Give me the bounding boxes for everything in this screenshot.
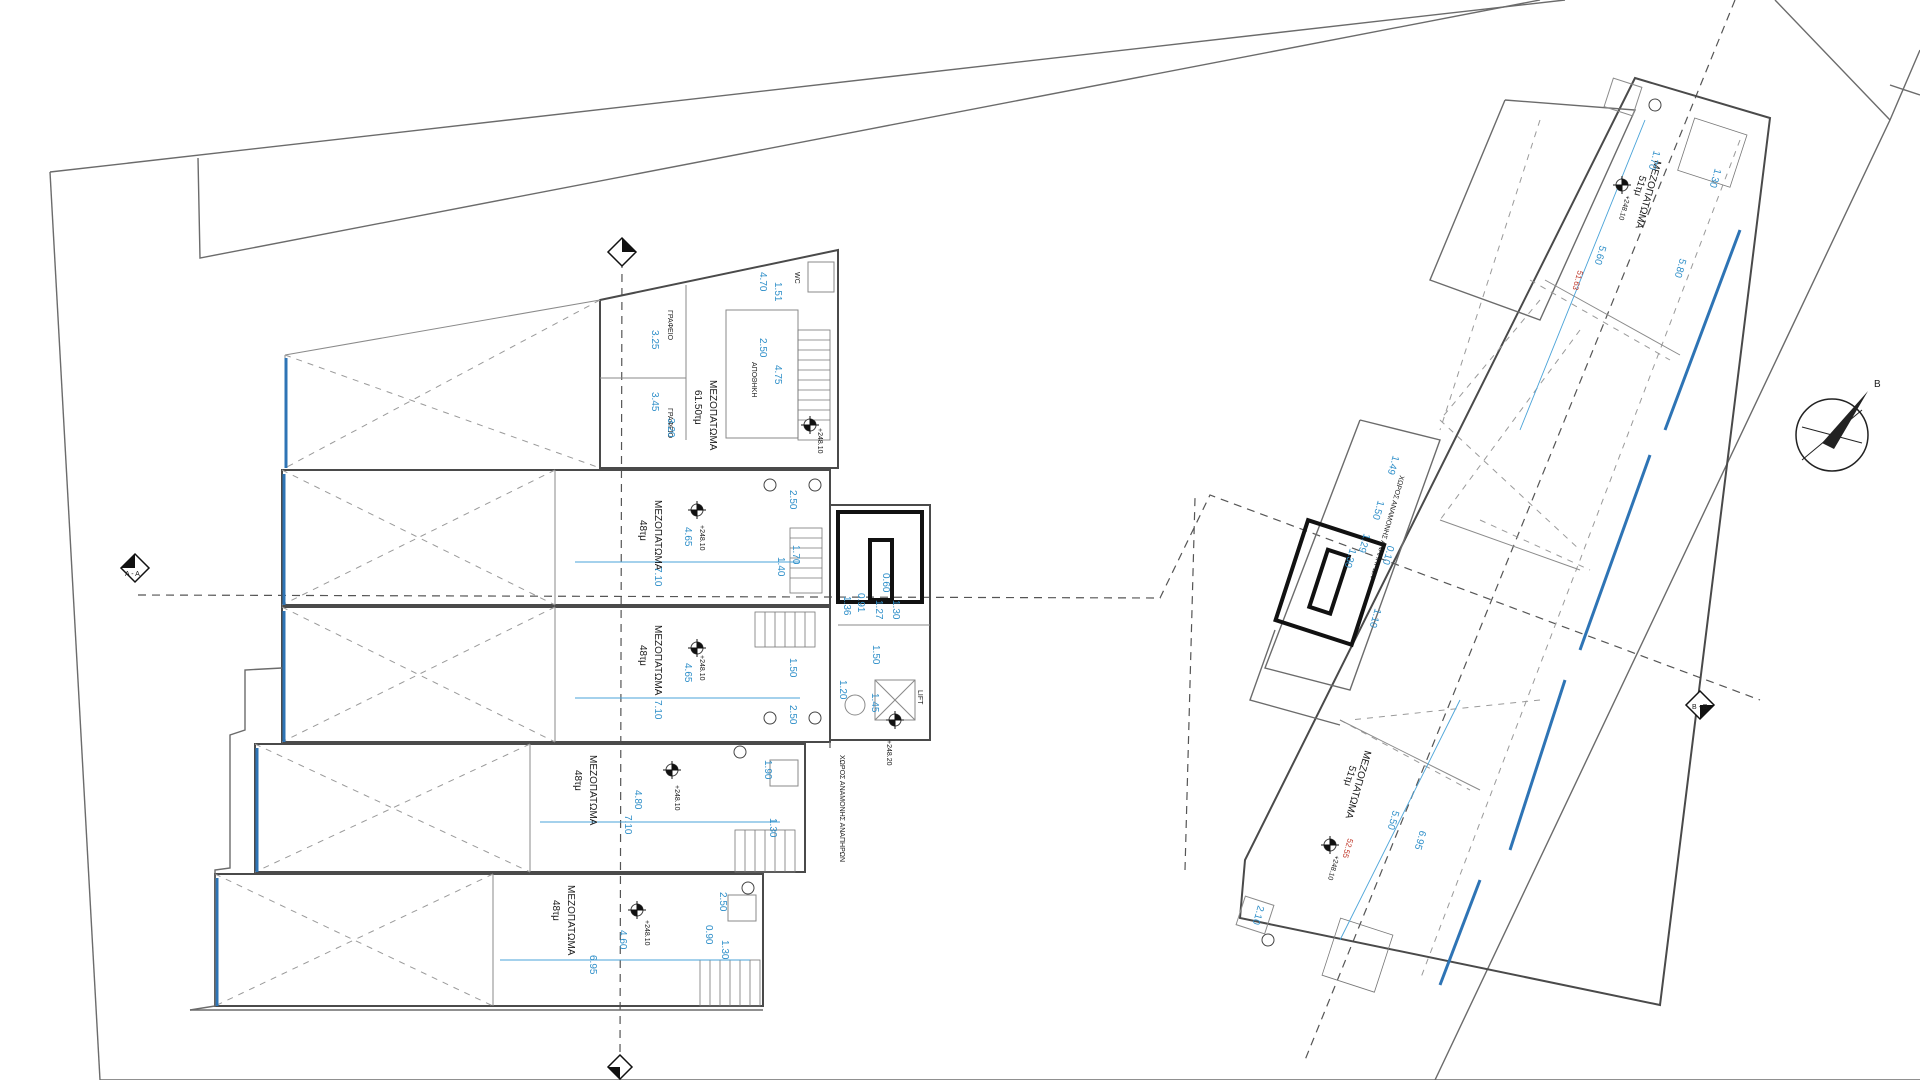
section-marker-left: A - A xyxy=(119,552,151,584)
dim-label: 1.50 xyxy=(1370,499,1386,521)
dim-label: 4.70 xyxy=(757,272,768,292)
section-marker-top xyxy=(606,236,638,268)
dim-label: 4.80 xyxy=(632,790,643,810)
dim-label: 1.49 xyxy=(1385,454,1401,476)
unit-label-5: ΜΕΖΟΠΑΤΩΜΑ xyxy=(565,885,576,956)
dim-label: 1.30 xyxy=(1342,547,1358,569)
dim-label: 3.45 xyxy=(649,392,660,412)
dim-label: 1.70 xyxy=(1646,149,1662,171)
level-label-3: +248.10 xyxy=(698,655,705,681)
room-label-office-2: ΓΡΑΦΕΙΟ xyxy=(666,408,673,439)
wc-fixtures-left xyxy=(727,478,822,922)
unit-area-2: 48τμ xyxy=(637,520,648,541)
section-label-aa: A - A xyxy=(125,571,140,578)
north-arrow-icon: B xyxy=(1795,379,1881,472)
dim-label: 4.75 xyxy=(772,365,783,385)
dimension-lines xyxy=(500,119,1646,961)
section-marker-bottom xyxy=(606,1053,634,1080)
dim-label: 1.20 xyxy=(837,680,848,700)
dim-label: 7.10 xyxy=(622,815,633,835)
unit-area-4: 48τμ xyxy=(572,770,583,791)
level-label-7: +248.10 xyxy=(1326,854,1340,881)
dim-label: 1.27 xyxy=(873,600,884,620)
dim-label: 4.60 xyxy=(617,930,628,950)
dim-label: 5.60 xyxy=(1592,244,1608,266)
unit-area-5: 48τμ xyxy=(550,900,561,921)
unit-label-1: ΜΕΖΟΠΑΤΩΜΑ xyxy=(707,380,718,451)
dim-label: 1.30 xyxy=(767,818,778,838)
section-markers: A - A B - B xyxy=(119,236,1716,1080)
dim-label: 6.95 xyxy=(1412,829,1428,851)
dim-label: 6.95 xyxy=(587,955,598,975)
red-value-1: 51.63 xyxy=(1570,269,1584,291)
dim-label: 1.30 xyxy=(719,940,730,960)
dim-label: 1.36 xyxy=(841,596,852,616)
dim-label: 5.50 xyxy=(1385,809,1401,831)
central-core xyxy=(829,504,931,741)
left-building xyxy=(189,248,839,1011)
unit-label-2: ΜΕΖΟΠΑΤΩΜΑ xyxy=(652,500,663,571)
dim-label: 2.50 xyxy=(717,892,728,912)
level-label-4: +248.10 xyxy=(673,785,680,811)
red-value-2: 52.55 xyxy=(1340,837,1354,859)
north-label: B xyxy=(1874,379,1881,390)
dim-label: 1.50 xyxy=(787,658,798,678)
dim-label: 0.10 xyxy=(1380,544,1396,566)
dim-label: 4.65 xyxy=(682,527,693,547)
dim-label: 1.45 xyxy=(869,693,880,713)
unit-label-4: ΜΕΖΟΠΑΤΩΜΑ xyxy=(587,755,598,826)
room-label-storage: ΑΠΟΘΗΚΗ xyxy=(750,362,757,397)
level-label-1: +248.10 xyxy=(816,428,823,454)
dim-label: 1.50 xyxy=(870,645,881,665)
right-building xyxy=(1235,76,1772,1007)
core-waiting-label: ΧΩΡΟΣ ΑΝΑΜΟΝΗΣ ΑΝΑΠΗΡΩΝ xyxy=(838,755,845,862)
level-label-2: +248.10 xyxy=(698,525,705,551)
room-label-office-1: ΓΡΑΦΕΙΟ xyxy=(666,310,673,341)
dim-label: 2.10 xyxy=(1250,904,1266,926)
dim-label: 0.91 xyxy=(855,593,866,613)
dim-label: 1.30 xyxy=(1707,167,1723,189)
core-level-label: +248.20 xyxy=(885,740,892,766)
unit-area-3: 48τμ xyxy=(637,645,648,666)
section-marker-right: B - B xyxy=(1684,689,1716,721)
dimension-labels: 4.70 1.51 3.25 2.50 4.75 3.45 3.20 2.50 … xyxy=(587,149,1723,975)
core-lift-label: LIFT xyxy=(916,690,923,705)
section-label-bb: B - B xyxy=(1692,704,1708,711)
dim-label: 0.60 xyxy=(880,573,891,593)
unit-labels: ΜΕΖΟΠΑΤΩΜΑ 61.50τμ ΓΡΑΦΕΙΟ ΓΡΑΦΕΙΟ ΑΠΟΘΗ… xyxy=(550,159,1663,956)
dim-label: 1.51 xyxy=(772,282,783,302)
stairs-left xyxy=(699,527,823,1007)
dim-label: 1.90 xyxy=(762,760,773,780)
level-label-5: +248.10 xyxy=(643,920,650,946)
dim-label: 1.29 xyxy=(1356,532,1372,554)
level-labels: +248.10 +248.10 +248.10 +248.10 +248.10 … xyxy=(643,194,1631,945)
dim-label: 2.50 xyxy=(787,705,798,725)
level-label-6: +248.10 xyxy=(1617,194,1631,221)
section-lines xyxy=(137,0,1761,1061)
dim-label: 7.10 xyxy=(652,567,663,587)
dim-label: 1.10 xyxy=(1367,607,1383,629)
dim-label: 4.65 xyxy=(682,663,693,683)
dim-label: 3.25 xyxy=(649,330,660,350)
dim-label: 2.50 xyxy=(787,490,798,510)
dim-label: 7.10 xyxy=(652,700,663,720)
dim-label: 1.30 xyxy=(890,600,901,620)
stair-top xyxy=(797,329,831,441)
dim-label: 3.20 xyxy=(665,418,676,438)
unit-label-3: ΜΕΖΟΠΑΤΩΜΑ xyxy=(652,625,663,696)
dim-label: 1.70 xyxy=(790,545,801,565)
dim-label: 0.90 xyxy=(703,925,714,945)
unit-area-1: 61.50τμ xyxy=(692,390,703,425)
level-markers xyxy=(628,176,1631,919)
dim-label: 2.50 xyxy=(757,338,768,358)
room-label-wc: WC xyxy=(793,272,800,284)
site-boundary xyxy=(49,0,1920,1080)
dim-label: 1.40 xyxy=(775,557,786,577)
dim-label: 5.80 xyxy=(1672,257,1688,279)
